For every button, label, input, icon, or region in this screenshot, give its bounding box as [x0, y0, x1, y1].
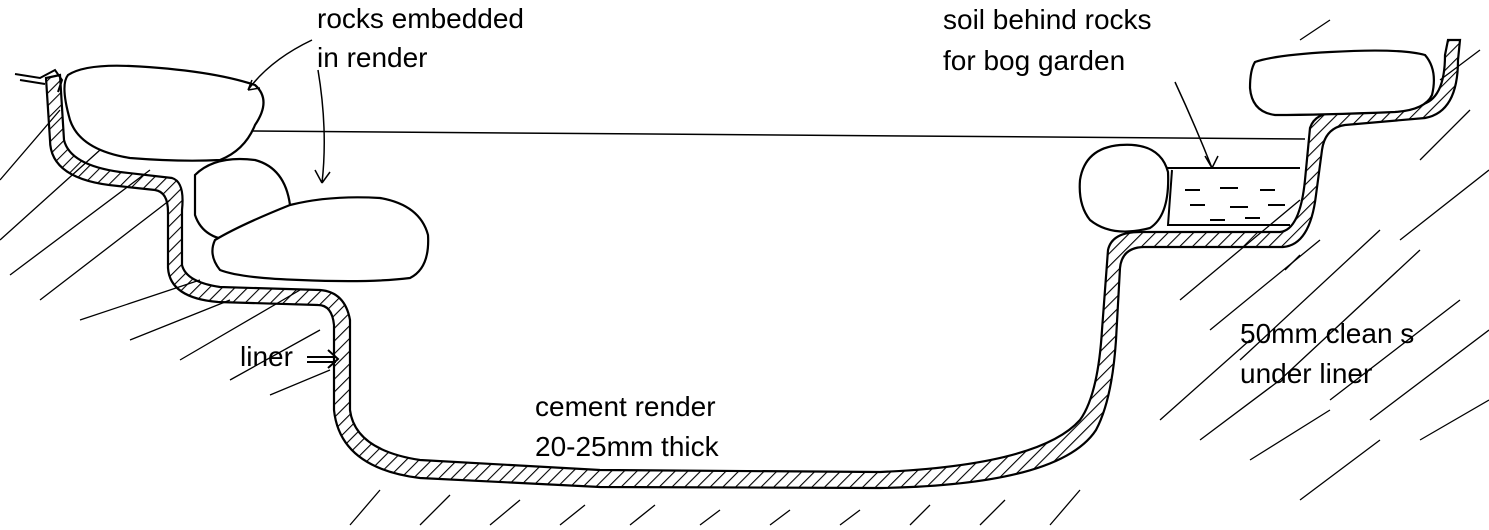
label-soil-line2: for bog garden — [943, 45, 1125, 76]
label-liner: liner — [240, 341, 293, 372]
liner-edge-left — [14, 68, 64, 93]
ground-hatching — [0, 19, 1489, 526]
rock-top-left — [63, 64, 265, 162]
arrow-liner — [307, 349, 340, 369]
arrow-bog-soil — [1174, 81, 1219, 169]
arrow-rocks-top — [247, 39, 313, 91]
cement-render-liner — [44, 38, 1462, 490]
rock-top-right — [1248, 49, 1435, 117]
label-cement-line2: 20-25mm thick — [535, 431, 720, 462]
rock-right-middle — [1078, 143, 1170, 233]
bog-garden-soil — [1165, 167, 1300, 226]
label-cement-line1: cement render — [535, 391, 716, 422]
label-soil-line1: soil behind rocks — [943, 4, 1152, 35]
labels: rocks embedded in render soil behind roc… — [240, 3, 1414, 462]
rocks — [63, 49, 1435, 283]
label-sand-line2: under liner — [1240, 358, 1372, 389]
leader-lines — [247, 39, 1219, 184]
label-rocks-line1: rocks embedded — [317, 3, 524, 34]
label-sand-line1: 50mm clean s — [1240, 318, 1414, 349]
label-rocks-line2: in render — [317, 42, 428, 73]
arrow-rocks-render — [314, 69, 331, 184]
rock-front-left — [211, 196, 430, 283]
water-level-line — [251, 130, 1306, 140]
